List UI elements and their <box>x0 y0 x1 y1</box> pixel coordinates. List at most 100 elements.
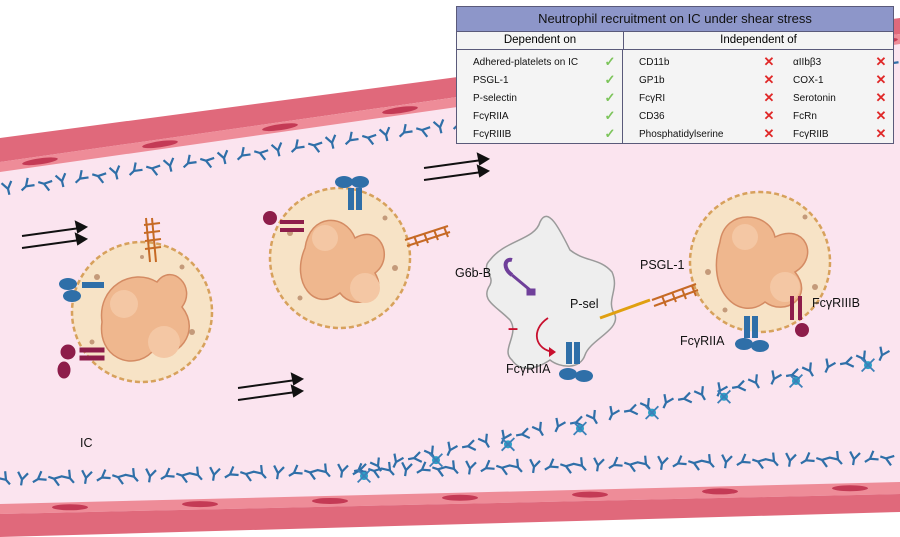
antibody <box>623 403 639 416</box>
antibody <box>824 358 837 373</box>
antibody <box>91 172 107 184</box>
antibody <box>446 441 459 457</box>
antibody <box>849 450 861 466</box>
fcgr2a-3 <box>735 316 769 352</box>
immune-complex <box>356 468 372 484</box>
antibody <box>573 457 587 472</box>
psgl1-stalk-1 <box>143 217 162 263</box>
antibody <box>839 356 855 368</box>
antibody <box>216 149 229 165</box>
neutrophil-1 <box>70 240 214 384</box>
antibody <box>509 458 523 473</box>
antibody <box>677 391 693 404</box>
flow-arrow-group-2 <box>237 372 305 401</box>
antibody <box>864 450 879 463</box>
antibody <box>879 454 895 467</box>
antibody <box>432 119 445 134</box>
antibody <box>461 439 477 451</box>
cross-icon: ✕ <box>763 126 775 141</box>
fcgr3b-1 <box>57 344 105 379</box>
endothelial-nucleus <box>312 497 348 504</box>
row-name: COX-1 <box>793 74 824 86</box>
antibody <box>559 462 575 474</box>
antibody <box>731 379 747 392</box>
row-name: CD36 <box>639 110 665 122</box>
antibody <box>721 454 733 469</box>
row-name: FcRn <box>793 110 817 122</box>
endothelial-nucleus <box>442 494 478 501</box>
antibody <box>61 469 75 484</box>
endothelial-nuclei-bottom <box>52 485 868 511</box>
antibody <box>416 461 431 474</box>
independent-column-a: CD11b✕ GP1b✕ FcγRI✕ CD36✕ Phosphatidylse… <box>623 50 781 144</box>
fcgr2a-neutrophil-label: FcγRIIA <box>680 334 725 348</box>
antibody <box>128 162 143 176</box>
row-name: FcγRIIB <box>793 128 829 140</box>
table-row: P-selectin✓ <box>457 89 622 107</box>
antibody <box>381 461 395 476</box>
check-icon: ✓ <box>604 72 616 87</box>
antibody <box>623 461 639 473</box>
endothelial-nucleus <box>702 488 738 495</box>
antibody <box>0 180 13 195</box>
psgl1-stalk-2 <box>404 225 451 247</box>
g6b-label: G6b-B <box>455 266 492 280</box>
row-name: CD11b <box>639 56 670 68</box>
antibody <box>531 421 544 437</box>
antibody <box>672 455 687 468</box>
antibody <box>445 460 459 475</box>
table-row: FcγRI✕ <box>623 89 781 107</box>
flow-arrows <box>21 152 491 401</box>
cross-icon: ✕ <box>763 72 775 87</box>
table-row: FcγRIIA✓ <box>457 107 622 125</box>
table-row: αIIbβ3✕ <box>781 53 893 71</box>
row-name: GP1b <box>639 74 665 86</box>
table-headers: Dependent on Independent of <box>457 32 893 50</box>
antibody <box>175 472 191 484</box>
antibody <box>145 468 157 483</box>
independent-header: Independent of <box>720 34 797 46</box>
endothelial-nucleus <box>572 491 608 498</box>
antibody <box>593 457 605 472</box>
antibody <box>74 169 89 184</box>
antibody <box>317 463 331 478</box>
recruitment-table: Neutrophil recruitment on IC under shear… <box>456 6 894 144</box>
table-row: GP1b ✕ <box>623 71 781 89</box>
antibody <box>800 451 815 465</box>
antibody <box>878 346 891 362</box>
antibody <box>236 146 251 161</box>
antibody <box>160 467 175 481</box>
antibody <box>369 457 382 472</box>
antibody <box>239 470 255 482</box>
neutrophil-2 <box>268 186 412 330</box>
antibody <box>554 417 567 433</box>
immune-complex <box>644 405 660 420</box>
table-row: FcRn✕ <box>781 107 893 125</box>
antibody <box>270 142 283 157</box>
antibody <box>253 149 269 161</box>
dependent-header: Dependent on <box>457 32 624 49</box>
table-row: CD11b✕ <box>623 53 781 71</box>
antibody <box>529 458 541 474</box>
psgl1-label: PSGL-1 <box>640 258 685 272</box>
flow-arrow-group-3 <box>423 152 491 181</box>
table-row: CD36 ✕ <box>623 107 781 125</box>
antibody <box>47 475 63 487</box>
endothelial-nucleus <box>142 140 178 149</box>
antibody <box>801 362 814 377</box>
antibody <box>407 451 423 463</box>
antibody <box>500 429 513 445</box>
antibody <box>37 179 53 192</box>
row-name: PSGL-1 <box>473 74 509 86</box>
antibody <box>608 405 621 421</box>
cross-icon: ✕ <box>875 90 887 105</box>
table-row: Phosphatidylserine✕ <box>623 125 781 143</box>
row-name: FcγRI <box>639 92 666 104</box>
antibody <box>111 473 127 485</box>
antibody <box>751 457 767 470</box>
fcgr2a-2 <box>335 176 369 210</box>
cross-icon: ✕ <box>875 72 887 87</box>
table-row: Serotonin✕ <box>781 89 893 107</box>
immune-complex <box>860 358 876 373</box>
cross-icon: ✕ <box>763 108 775 123</box>
